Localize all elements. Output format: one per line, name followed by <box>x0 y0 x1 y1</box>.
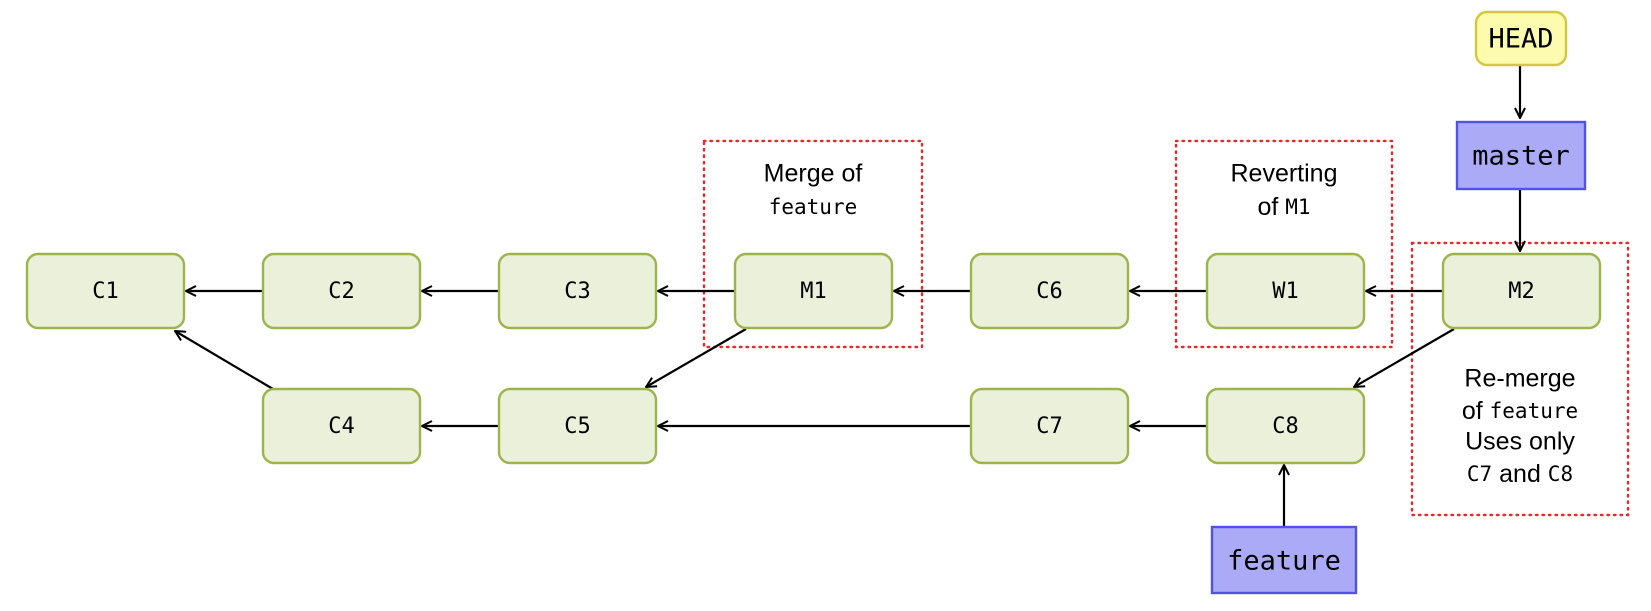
commit-label-c6: C6 <box>1036 279 1063 304</box>
remerge-annotation-line1: Re-merge <box>1464 365 1575 393</box>
commit-label-m2: M2 <box>1508 279 1535 304</box>
remerge-annotation-line2: of feature <box>1462 397 1578 425</box>
feature-branch-ref: feature <box>1210 525 1358 595</box>
commit-node-m1: M1 <box>733 252 894 330</box>
commit-node-c5: C5 <box>497 387 658 465</box>
commit-label-c3: C3 <box>564 279 591 304</box>
feature-branch-label: feature <box>1227 546 1341 577</box>
merge-annotation-code: feature <box>769 195 858 219</box>
edge-m2-c8 <box>1354 328 1455 387</box>
commit-label-c2: C2 <box>328 279 355 304</box>
remerge-annotation-line3: Uses only <box>1465 428 1575 456</box>
commit-edges <box>175 66 1520 526</box>
commit-label-c1: C1 <box>92 279 119 304</box>
master-branch-ref: master <box>1455 120 1587 191</box>
commit-node-c2: C2 <box>261 252 422 330</box>
commit-label-w1: W1 <box>1272 279 1299 304</box>
commit-label-c8: C8 <box>1272 414 1299 439</box>
revert-annotation-frame <box>1174 139 1394 349</box>
commit-node-c4: C4 <box>261 387 422 465</box>
revert-annotation-code: M1 <box>1285 195 1310 219</box>
remerge-annotation-prefix: of <box>1462 397 1490 425</box>
revert-annotation-prefix: of <box>1257 193 1285 221</box>
merge-annotation-frame <box>702 139 924 349</box>
commit-label-c5: C5 <box>564 414 591 439</box>
remerge-annotation: Re-merge of feature Uses only C7 and C8 <box>1462 365 1578 488</box>
remerge-annotation-code-c8: C8 <box>1548 462 1573 486</box>
edge-c4-c1 <box>175 331 274 390</box>
commit-node-w1: W1 <box>1205 252 1366 330</box>
master-branch-label: master <box>1472 141 1570 172</box>
merge-annotation: Merge of feature <box>764 160 863 219</box>
commit-node-m2: M2 <box>1441 252 1602 330</box>
revert-annotation: Reverting of M1 <box>1231 160 1338 221</box>
commit-label-m1: M1 <box>800 279 827 304</box>
edge-m1-c5 <box>646 328 747 387</box>
remerge-annotation-line4: C7 and C8 <box>1467 460 1573 488</box>
head-ref: HEAD <box>1474 10 1568 67</box>
commit-label-c4: C4 <box>328 414 355 439</box>
remerge-annotation-code-c7: C7 <box>1467 462 1492 486</box>
revert-annotation-line1: Reverting <box>1231 160 1338 188</box>
commit-node-c3: C3 <box>497 252 658 330</box>
commit-node-c8: C8 <box>1205 387 1366 465</box>
remerge-annotation-code: feature <box>1490 399 1579 423</box>
remerge-annotation-and: and <box>1492 460 1548 488</box>
commit-node-c6: C6 <box>969 252 1130 330</box>
revert-annotation-line2: of M1 <box>1257 193 1310 221</box>
merge-annotation-line1: Merge of <box>764 160 863 188</box>
commit-node-c1: C1 <box>25 252 186 330</box>
commit-node-c7: C7 <box>969 387 1130 465</box>
commit-label-c7: C7 <box>1036 414 1063 439</box>
head-ref-label: HEAD <box>1488 24 1553 55</box>
remerge-annotation-frame <box>1410 241 1630 517</box>
